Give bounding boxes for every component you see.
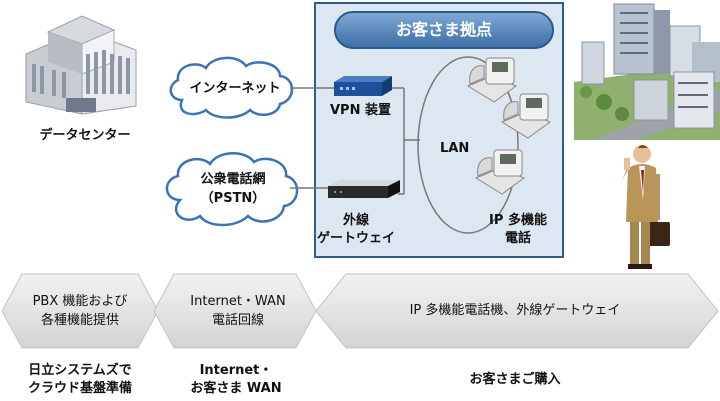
data-center-label: データセンター: [39, 128, 131, 143]
arrow-pbx: [1, 273, 159, 349]
pstn-cloud-label-line1: 公衆電話網: [200, 172, 266, 187]
scope-arrows: [1, 273, 719, 349]
responsibility-right: お客さまご購入: [469, 372, 561, 387]
arrow-wan: [153, 273, 317, 349]
arrow-wan-line2: 電話回線: [211, 313, 264, 328]
arrow-wan-line1: Internet・WAN: [190, 294, 286, 309]
responsibility-middle-line2: お客さま WAN: [190, 381, 282, 396]
lan-label: LAN: [440, 141, 470, 156]
arrow-pbx-line2: 各種機能提供: [40, 313, 119, 328]
ip-phone-icon: [500, 93, 552, 139]
arrow-pbx-line1: PBX 機能および: [32, 294, 128, 309]
lan-ellipse: [417, 56, 519, 234]
ip-phone-icon: [466, 57, 518, 103]
pstn-cloud-label-line2: （PSTN）: [200, 191, 266, 206]
vpn-device-icon: [334, 76, 392, 96]
site-title: お客さま拠点: [334, 11, 554, 49]
pstn-cloud-shape: [165, 152, 299, 227]
city-buildings-illustration: [574, 2, 720, 140]
gateway-device-icon: [328, 180, 400, 198]
arrow-ip: [315, 273, 719, 349]
internet-cloud-label: インターネット: [189, 81, 281, 96]
businessman-icon: [622, 145, 670, 269]
responsibility-middle-line1: Internet・: [199, 363, 273, 378]
data-center-building-icon: [25, 15, 137, 115]
responsibility-left-line1: 日立システムズで: [28, 363, 132, 378]
ip-phone-label-line2: 電話: [504, 231, 531, 246]
vpn-label: VPN 装置: [330, 103, 391, 118]
gateway-label-line1: 外線: [342, 213, 369, 228]
ip-phone-icon: [474, 149, 526, 195]
internet-cloud-shape: [169, 56, 294, 119]
arrow-ip-label: IP 多機能電話機、外線ゲートウェイ: [409, 303, 621, 318]
responsibility-left-line2: クラウド基盤準備: [27, 381, 132, 396]
ip-phone-label-line1: IP 多機能: [489, 213, 547, 228]
gateway-label-line2: ゲートウェイ: [316, 231, 395, 246]
